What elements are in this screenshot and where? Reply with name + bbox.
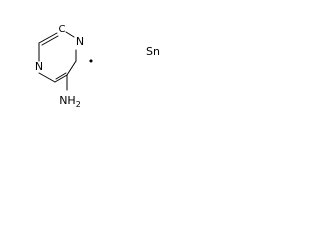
atom-n-top-label: N bbox=[76, 35, 84, 48]
bond-c2-to-c3 bbox=[66, 60, 77, 76]
amine-nh-text: NH bbox=[59, 94, 76, 107]
molecule-structure: C N N • NH2 Sn bbox=[35, 24, 160, 109]
bond-n-bottom-to-c2-inner bbox=[55, 72, 67, 80]
bond-n-bottom-to-c2 bbox=[54, 74, 68, 83]
amine-subscript: 2 bbox=[76, 100, 81, 109]
atom-c-label: C bbox=[59, 24, 66, 35]
bond-c-top-to-n-top bbox=[65, 31, 75, 38]
atom-amine-label: NH2 bbox=[59, 94, 81, 109]
bond-c-top-left bbox=[38, 32, 58, 44]
atom-n-bottom-label: N bbox=[35, 60, 43, 73]
atom-sn-label: Sn bbox=[146, 45, 160, 58]
radical-dot: • bbox=[88, 55, 95, 68]
bond-left-to-n-bottom bbox=[38, 72, 56, 83]
bond-c-top-left-inner bbox=[41, 35, 59, 46]
